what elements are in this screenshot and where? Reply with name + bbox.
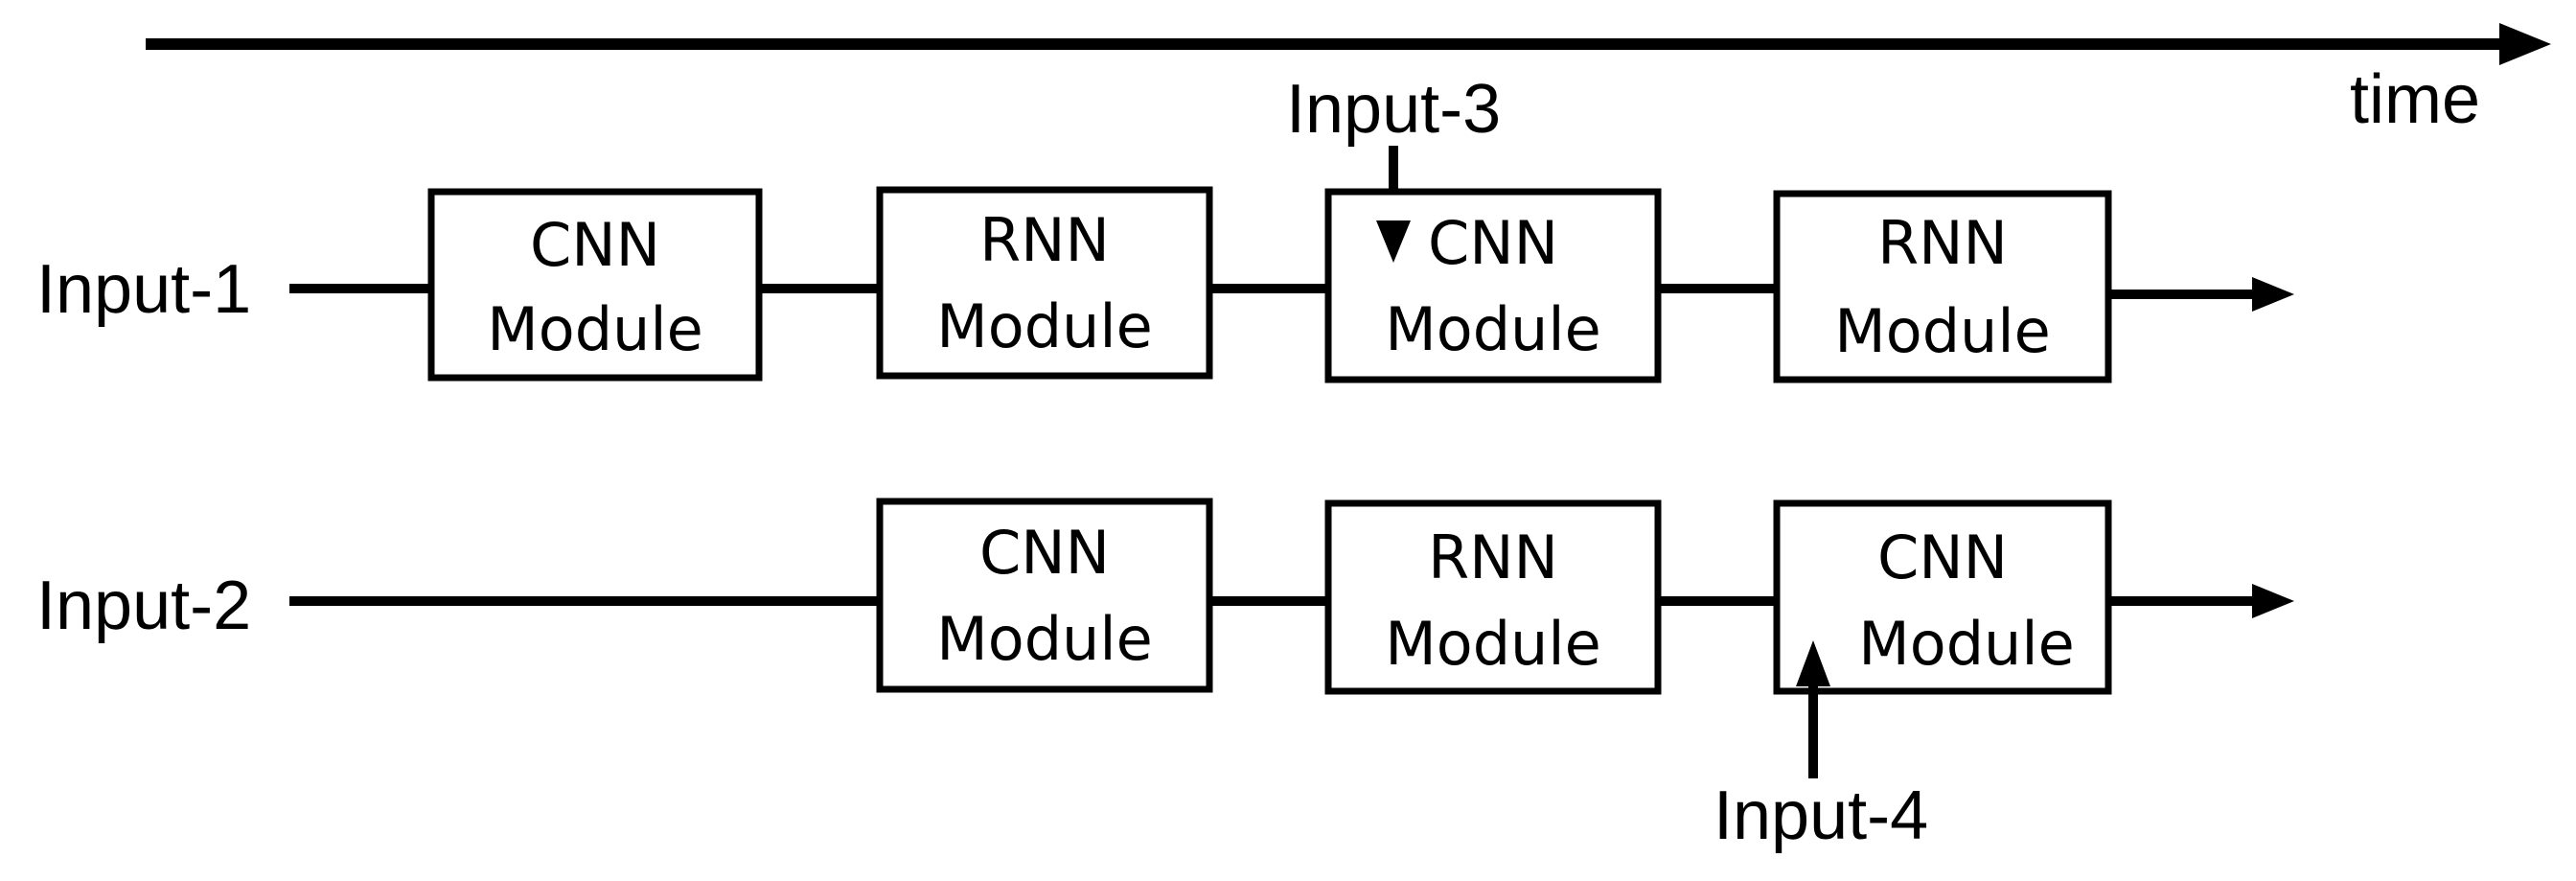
- time-axis-arrowhead: [2499, 23, 2551, 65]
- row1-module-rnn-2: RNN Module: [1773, 190, 2112, 383]
- module-type: CNN: [1877, 522, 2008, 592]
- module-type: CNN: [979, 518, 1110, 588]
- module-label: Module: [936, 291, 1152, 361]
- arrowhead-input4-tip: [1796, 640, 1830, 686]
- row2-module-cnn-2: CNN Module: [1773, 499, 2112, 695]
- module-label: Module: [487, 294, 702, 364]
- row1-module-cnn-1: CNN Module: [427, 188, 763, 382]
- module-type: RNN: [979, 205, 1110, 275]
- input-3-label: Input-3: [1286, 71, 1501, 148]
- module-box: [876, 186, 1213, 380]
- overlay-arrowheads: [1376, 220, 1830, 692]
- module-label: Module: [1385, 609, 1600, 679]
- input-1-label: Input-1: [36, 251, 251, 328]
- module-type: RNN: [1428, 522, 1558, 592]
- arrowhead-rnn2-output: [2252, 277, 2294, 312]
- module-label: Module: [936, 604, 1152, 674]
- row2-module-rnn-1: RNN Module: [1324, 499, 1662, 695]
- row1-module-rnn-1: RNN Module: [876, 186, 1213, 380]
- module-label: Module: [1834, 296, 2050, 366]
- arrowhead-input3-tip: [1376, 220, 1411, 263]
- arrowhead-cnn4-output: [2252, 584, 2294, 618]
- module-box: [1773, 499, 2112, 695]
- module-box: [876, 498, 1213, 693]
- module-box: [1773, 190, 2112, 383]
- row2-module-cnn-1: CNN Module: [876, 498, 1213, 693]
- module-type: RNN: [1877, 208, 2008, 278]
- module-type: CNN: [530, 210, 660, 280]
- module-label: Module: [1385, 294, 1600, 364]
- input-2-label: Input-2: [36, 568, 251, 644]
- module-box: [427, 188, 763, 382]
- time-axis-label: time: [2350, 61, 2480, 138]
- module-box: [1324, 499, 1662, 695]
- module-type: CNN: [1428, 208, 1558, 278]
- input-4-label: Input-4: [1714, 777, 1928, 854]
- module-label: Module: [1858, 609, 2074, 679]
- row1-module-cnn-2: CNN Module: [1324, 188, 1662, 383]
